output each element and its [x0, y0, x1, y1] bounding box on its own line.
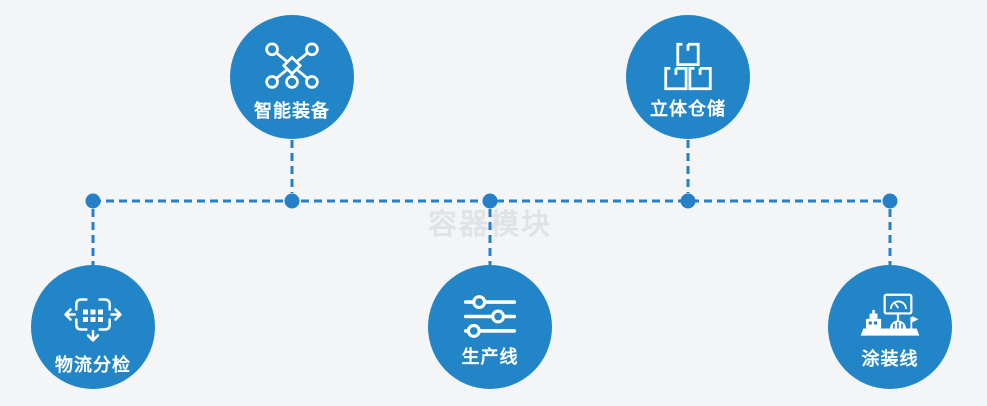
junction-dot: [85, 193, 101, 209]
node-smart-equipment: 智能装备: [230, 15, 354, 139]
sliders-icon: [463, 295, 517, 338]
node-label: 涂装线: [861, 348, 919, 369]
junction-dot: [284, 193, 300, 209]
junction-dot: [882, 193, 898, 209]
network-nodes-icon: [265, 42, 319, 89]
node-stereo-warehouse: 立体仓储: [626, 15, 750, 139]
node-label: 物流分检: [55, 354, 131, 375]
junction-dot: [482, 193, 498, 209]
node-label: 智能装备: [254, 101, 330, 121]
node-coating-line: 涂装线: [828, 265, 952, 389]
sorting-distribution-icon: [64, 297, 122, 342]
junction-dot: [680, 193, 696, 209]
coating-machine-icon: [860, 293, 920, 336]
node-logistics-sorting: 物流分检: [31, 265, 155, 389]
node-production-line: 生产线: [428, 265, 552, 389]
node-label: 生产线: [461, 347, 519, 367]
node-label: 立体仓储: [650, 99, 726, 119]
stacked-boxes-icon: [664, 42, 712, 91]
